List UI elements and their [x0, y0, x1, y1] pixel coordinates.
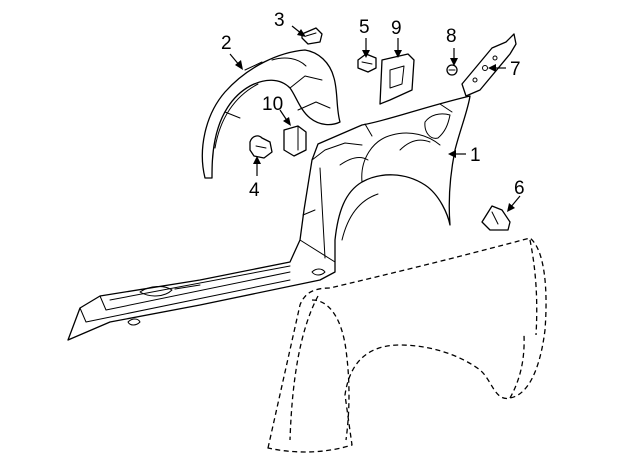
- callout-2: 2: [221, 33, 232, 54]
- callout-6: 6: [514, 178, 525, 199]
- inner-quarter-rocker-panel: [67, 95, 471, 341]
- callout-labels: 1 2 3 4 5 6 7 8 9 10: [221, 10, 525, 201]
- callout-5: 5: [359, 17, 370, 38]
- callout-7: 7: [510, 59, 521, 80]
- bracket-part-6: [481, 205, 511, 231]
- outer-quarter-panel-outline: [267, 237, 547, 453]
- bolt-part-8: [446, 64, 458, 76]
- clip-part-3: [301, 27, 323, 45]
- callout-8: 8: [446, 26, 457, 47]
- callout-10: 10: [262, 94, 283, 115]
- callout-1: 1: [470, 145, 481, 166]
- callout-3: 3: [274, 10, 285, 31]
- retainer-part-5: [357, 53, 377, 73]
- reinforcement-part-7: [461, 33, 517, 97]
- leader-lines: [229, 25, 521, 212]
- wheelhouse-liner: [201, 49, 341, 179]
- callout-9: 9: [391, 18, 402, 39]
- callout-4: 4: [249, 180, 260, 201]
- bracket-plate-part-9: [379, 53, 415, 105]
- block-part-10: [283, 125, 307, 157]
- bracket-part-4: [249, 135, 273, 159]
